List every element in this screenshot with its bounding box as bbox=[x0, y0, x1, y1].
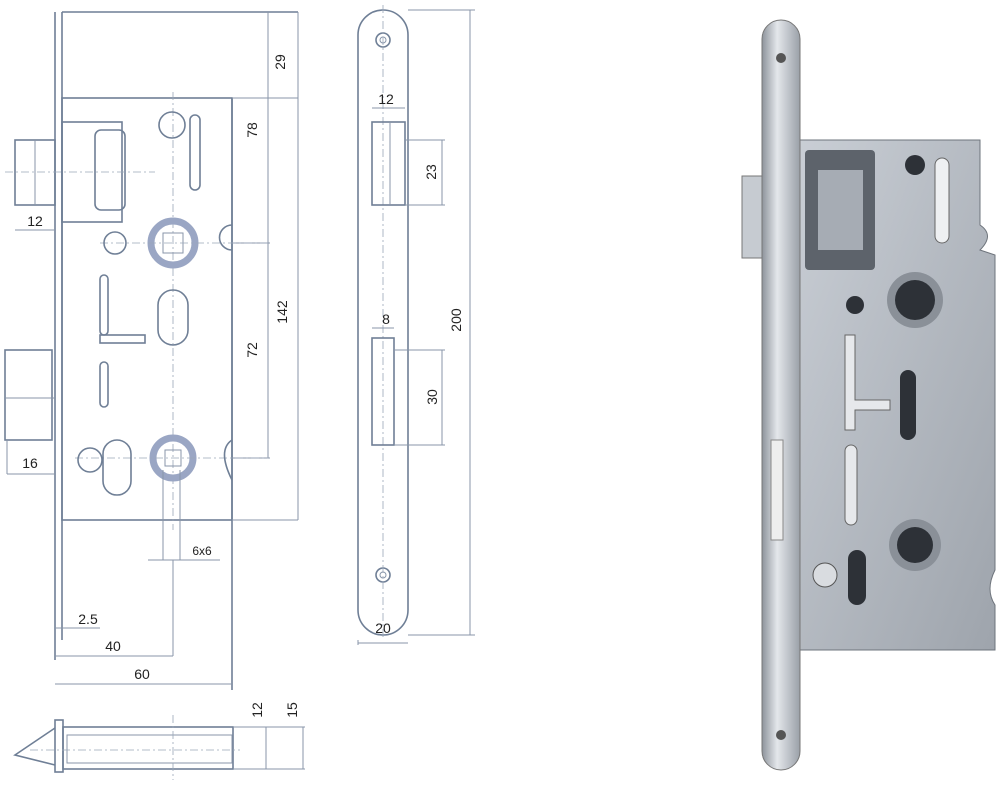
side-view bbox=[13, 715, 305, 780]
dim-8: 8 bbox=[382, 311, 390, 327]
faceplate-view bbox=[357, 5, 475, 645]
dim-78: 78 bbox=[244, 122, 260, 138]
dim-142: 142 bbox=[274, 300, 290, 324]
dim-16-bolt: 16 bbox=[22, 455, 38, 471]
dim-60: 60 bbox=[134, 666, 150, 682]
dim-20: 20 bbox=[375, 620, 391, 636]
dim-2-5: 2.5 bbox=[78, 611, 98, 627]
front-view bbox=[4, 11, 299, 690]
dim-72: 72 bbox=[244, 342, 260, 358]
dim-6x6: 6x6 bbox=[192, 544, 212, 558]
dim-15-side: 15 bbox=[284, 702, 300, 718]
dim-12-side: 12 bbox=[249, 702, 265, 718]
dim-23: 23 bbox=[423, 164, 439, 180]
dim-12-latch-width: 12 bbox=[378, 91, 394, 107]
dim-200: 200 bbox=[448, 308, 464, 332]
dim-29: 29 bbox=[272, 54, 288, 70]
dim-12-latch: 12 bbox=[27, 213, 43, 229]
dim-40: 40 bbox=[105, 638, 121, 654]
dim-30: 30 bbox=[424, 389, 440, 405]
lock-photo bbox=[741, 19, 996, 771]
